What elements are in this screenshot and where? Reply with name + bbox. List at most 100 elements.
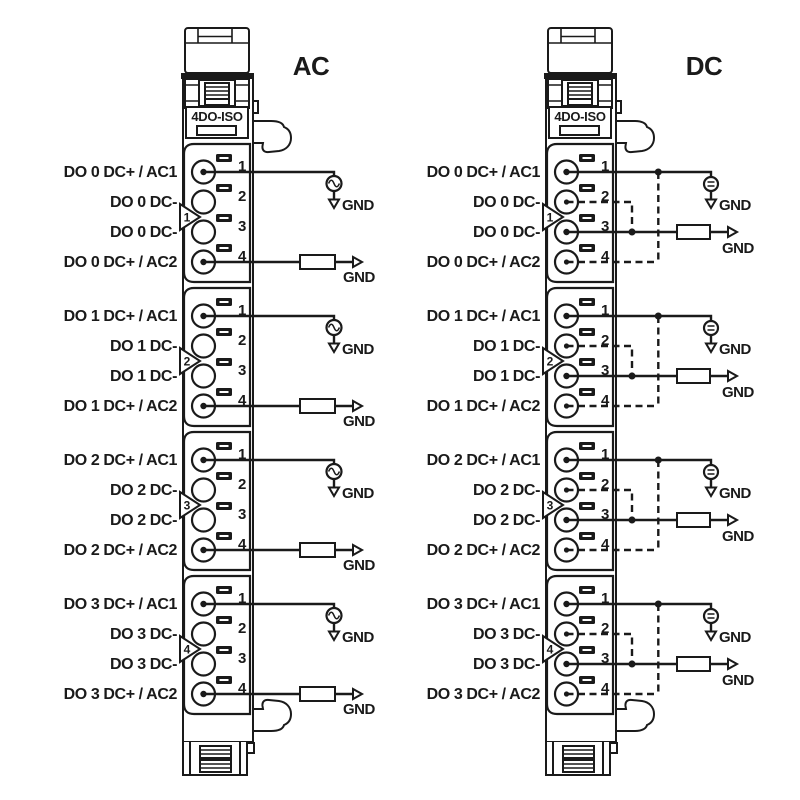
gnd-label: GND	[342, 629, 375, 646]
gnd-label: GND	[343, 413, 376, 430]
junction-dot	[628, 228, 636, 236]
channel-label: DO 3 DC+ / AC1	[427, 596, 541, 613]
dc-source-icon	[702, 175, 720, 193]
channel-label: DO 0 DC+ / AC2	[64, 254, 178, 271]
wiring-ac-group-4: GND GND	[200, 600, 376, 718]
terminal-number: 4	[601, 680, 610, 697]
module-title: DC	[686, 51, 723, 81]
terminal-number: 1	[601, 446, 609, 463]
gnd-arrow-icon	[352, 687, 365, 701]
device-label: 4DO-ISO	[191, 109, 243, 124]
channel-label: DO 3 DC+ / AC2	[427, 686, 541, 703]
terminal-number: 3	[238, 506, 246, 523]
junction-dot	[628, 660, 636, 668]
terminal-number: 3	[601, 650, 609, 667]
wiring-ac-group-1: GND GND	[200, 168, 376, 286]
channel-label: DO 3 DC-	[110, 626, 177, 643]
gnd-arrow-icon	[327, 630, 341, 642]
channel-label: DO 1 DC-	[110, 368, 177, 385]
ac-source-icon	[325, 318, 343, 337]
terminal-number: 3	[238, 362, 246, 379]
group-badge-number: 2	[547, 355, 554, 369]
load-resistor	[676, 512, 711, 528]
device-label: 4DO-ISO	[554, 109, 606, 124]
group-badge-number: 3	[547, 499, 554, 513]
wiring-dc-group-2: GND GND	[563, 312, 755, 409]
terminal-number: 3	[238, 218, 246, 235]
channel-label: DO 0 DC+ / AC1	[427, 164, 541, 181]
load-resistor	[676, 656, 711, 672]
group-badge-number: 1	[547, 211, 554, 225]
ac-source-icon	[325, 174, 343, 193]
group-badge: 4	[179, 634, 202, 664]
gnd-label: GND	[342, 197, 375, 214]
group-badge-number: 1	[184, 211, 191, 225]
junction-dot	[654, 456, 662, 464]
group-badge: 3	[542, 490, 565, 520]
terminal-number: 2	[601, 476, 609, 493]
terminal-number: 4	[238, 248, 247, 265]
wiring-ac-group-2: GND GND	[200, 312, 376, 430]
terminal-number: 1	[238, 446, 246, 463]
junction-dot	[628, 372, 636, 380]
gnd-label: GND	[719, 629, 752, 646]
terminal-number: 4	[238, 392, 247, 409]
gnd-arrow-icon	[327, 486, 341, 498]
group-badge: 1	[179, 202, 202, 232]
channel-label: DO 2 DC-	[473, 512, 540, 529]
group-badge: 2	[542, 346, 565, 376]
channel-label: DO 0 DC-	[110, 194, 177, 211]
terminal-number: 2	[238, 620, 246, 637]
group-badge-number: 4	[184, 643, 191, 657]
terminal-number: 4	[238, 536, 247, 553]
channel-label: DO 0 DC+ / AC2	[427, 254, 541, 271]
channel-label: DO 2 DC+ / AC1	[427, 452, 541, 469]
gnd-label: GND	[722, 528, 755, 545]
terminal-number: 1	[238, 302, 246, 319]
gnd-arrow-icon	[352, 255, 365, 269]
channel-label: DO 3 DC-	[473, 656, 540, 673]
channel-label: DO 1 DC+ / AC1	[64, 308, 178, 325]
dc-source-icon	[702, 607, 720, 625]
gnd-arrow-icon	[727, 657, 740, 671]
terminal-number: 1	[238, 590, 246, 607]
group-badge: 3	[179, 490, 202, 520]
gnd-label: GND	[722, 240, 755, 257]
channel-label: DO 0 DC+ / AC1	[64, 164, 178, 181]
channel-label: DO 2 DC-	[110, 482, 177, 499]
gnd-arrow-icon	[327, 342, 341, 354]
gnd-arrow-icon	[352, 543, 365, 557]
junction-dot	[628, 516, 636, 524]
gnd-label: GND	[342, 341, 375, 358]
wiring-dc-group-4: GND GND	[563, 600, 755, 697]
channel-label: DO 1 DC+ / AC2	[427, 398, 541, 415]
gnd-label: GND	[719, 485, 752, 502]
channel-label: DO 0 DC-	[473, 194, 540, 211]
gnd-label: GND	[343, 557, 376, 574]
module-title: AC	[293, 51, 330, 81]
channel-label: DO 0 DC-	[110, 224, 177, 241]
junction-dot	[654, 168, 662, 176]
terminal-number: 3	[601, 218, 609, 235]
gnd-arrow-icon	[704, 198, 718, 210]
junction-dot	[654, 600, 662, 608]
group-badge: 2	[179, 346, 202, 376]
gnd-label: GND	[722, 384, 755, 401]
channel-label: DO 3 DC-	[473, 626, 540, 643]
gnd-label: GND	[719, 197, 752, 214]
load-resistor	[299, 254, 336, 270]
terminal-number: 3	[601, 506, 609, 523]
gnd-arrow-icon	[352, 399, 365, 413]
gnd-label: GND	[719, 341, 752, 358]
dc-source-icon	[702, 319, 720, 337]
channel-label: DO 2 DC+ / AC2	[64, 542, 178, 559]
terminal-number: 2	[601, 620, 609, 637]
gnd-label: GND	[343, 269, 376, 286]
channel-label: DO 1 DC-	[473, 368, 540, 385]
group-badge-number: 4	[547, 643, 554, 657]
gnd-label: GND	[343, 701, 376, 718]
terminal-number: 2	[238, 332, 246, 349]
gnd-label: GND	[342, 485, 375, 502]
group-badge-number: 3	[184, 499, 191, 513]
channel-label: DO 3 DC+ / AC2	[64, 686, 178, 703]
